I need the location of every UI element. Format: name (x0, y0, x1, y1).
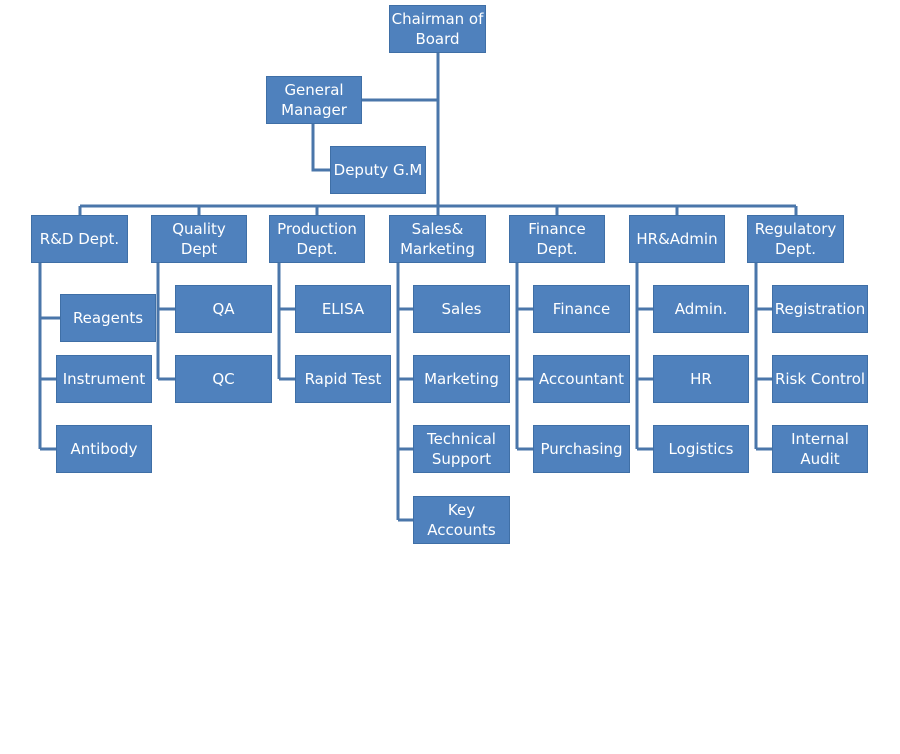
unit-elisa: ELISA (295, 285, 391, 333)
connector-production-units (277, 263, 295, 381)
unit-purchasing: Purchasing (533, 425, 630, 473)
dept-rd: R&D Dept. (31, 215, 128, 263)
connector-hr-units (635, 263, 653, 451)
dept-regulatory: Regulatory Dept. (747, 215, 844, 263)
unit-hr: HR (653, 355, 749, 403)
connector-deputy (311, 124, 330, 172)
dept-sales-marketing: Sales& Marketing (389, 215, 486, 263)
general-manager-box: General Manager (266, 76, 362, 124)
deputy-gm-box: Deputy G.M (330, 146, 426, 194)
unit-qc: QC (175, 355, 272, 403)
unit-admin: Admin. (653, 285, 749, 333)
chairman-box: Chairman of Board (389, 5, 486, 53)
unit-logistics: Logistics (653, 425, 749, 473)
unit-rapid-test: Rapid Test (295, 355, 391, 403)
unit-marketing: Marketing (413, 355, 510, 403)
unit-risk-control: Risk Control (772, 355, 868, 403)
unit-reagents: Reagents (60, 294, 156, 342)
connector-quality-units (156, 263, 175, 381)
unit-registration: Registration (772, 285, 868, 333)
connector-finance-units (515, 263, 533, 451)
connector-sales-units (396, 263, 413, 522)
dept-hr-admin: HR&Admin (629, 215, 725, 263)
dept-finance: Finance Dept. (509, 215, 605, 263)
unit-instrument: Instrument (56, 355, 152, 403)
unit-finance: Finance (533, 285, 630, 333)
unit-technical-support: Technical Support (413, 425, 510, 473)
unit-antibody: Antibody (56, 425, 152, 473)
connector-rd-units (38, 263, 60, 451)
dept-quality: Quality Dept (151, 215, 247, 263)
unit-key-accounts: Key Accounts (413, 496, 510, 544)
unit-internal-audit: Internal Audit (772, 425, 868, 473)
connector-regulatory-units (754, 263, 772, 451)
dept-production: Production Dept. (269, 215, 365, 263)
unit-qa: QA (175, 285, 272, 333)
unit-sales: Sales (413, 285, 510, 333)
unit-accountant: Accountant (533, 355, 630, 403)
